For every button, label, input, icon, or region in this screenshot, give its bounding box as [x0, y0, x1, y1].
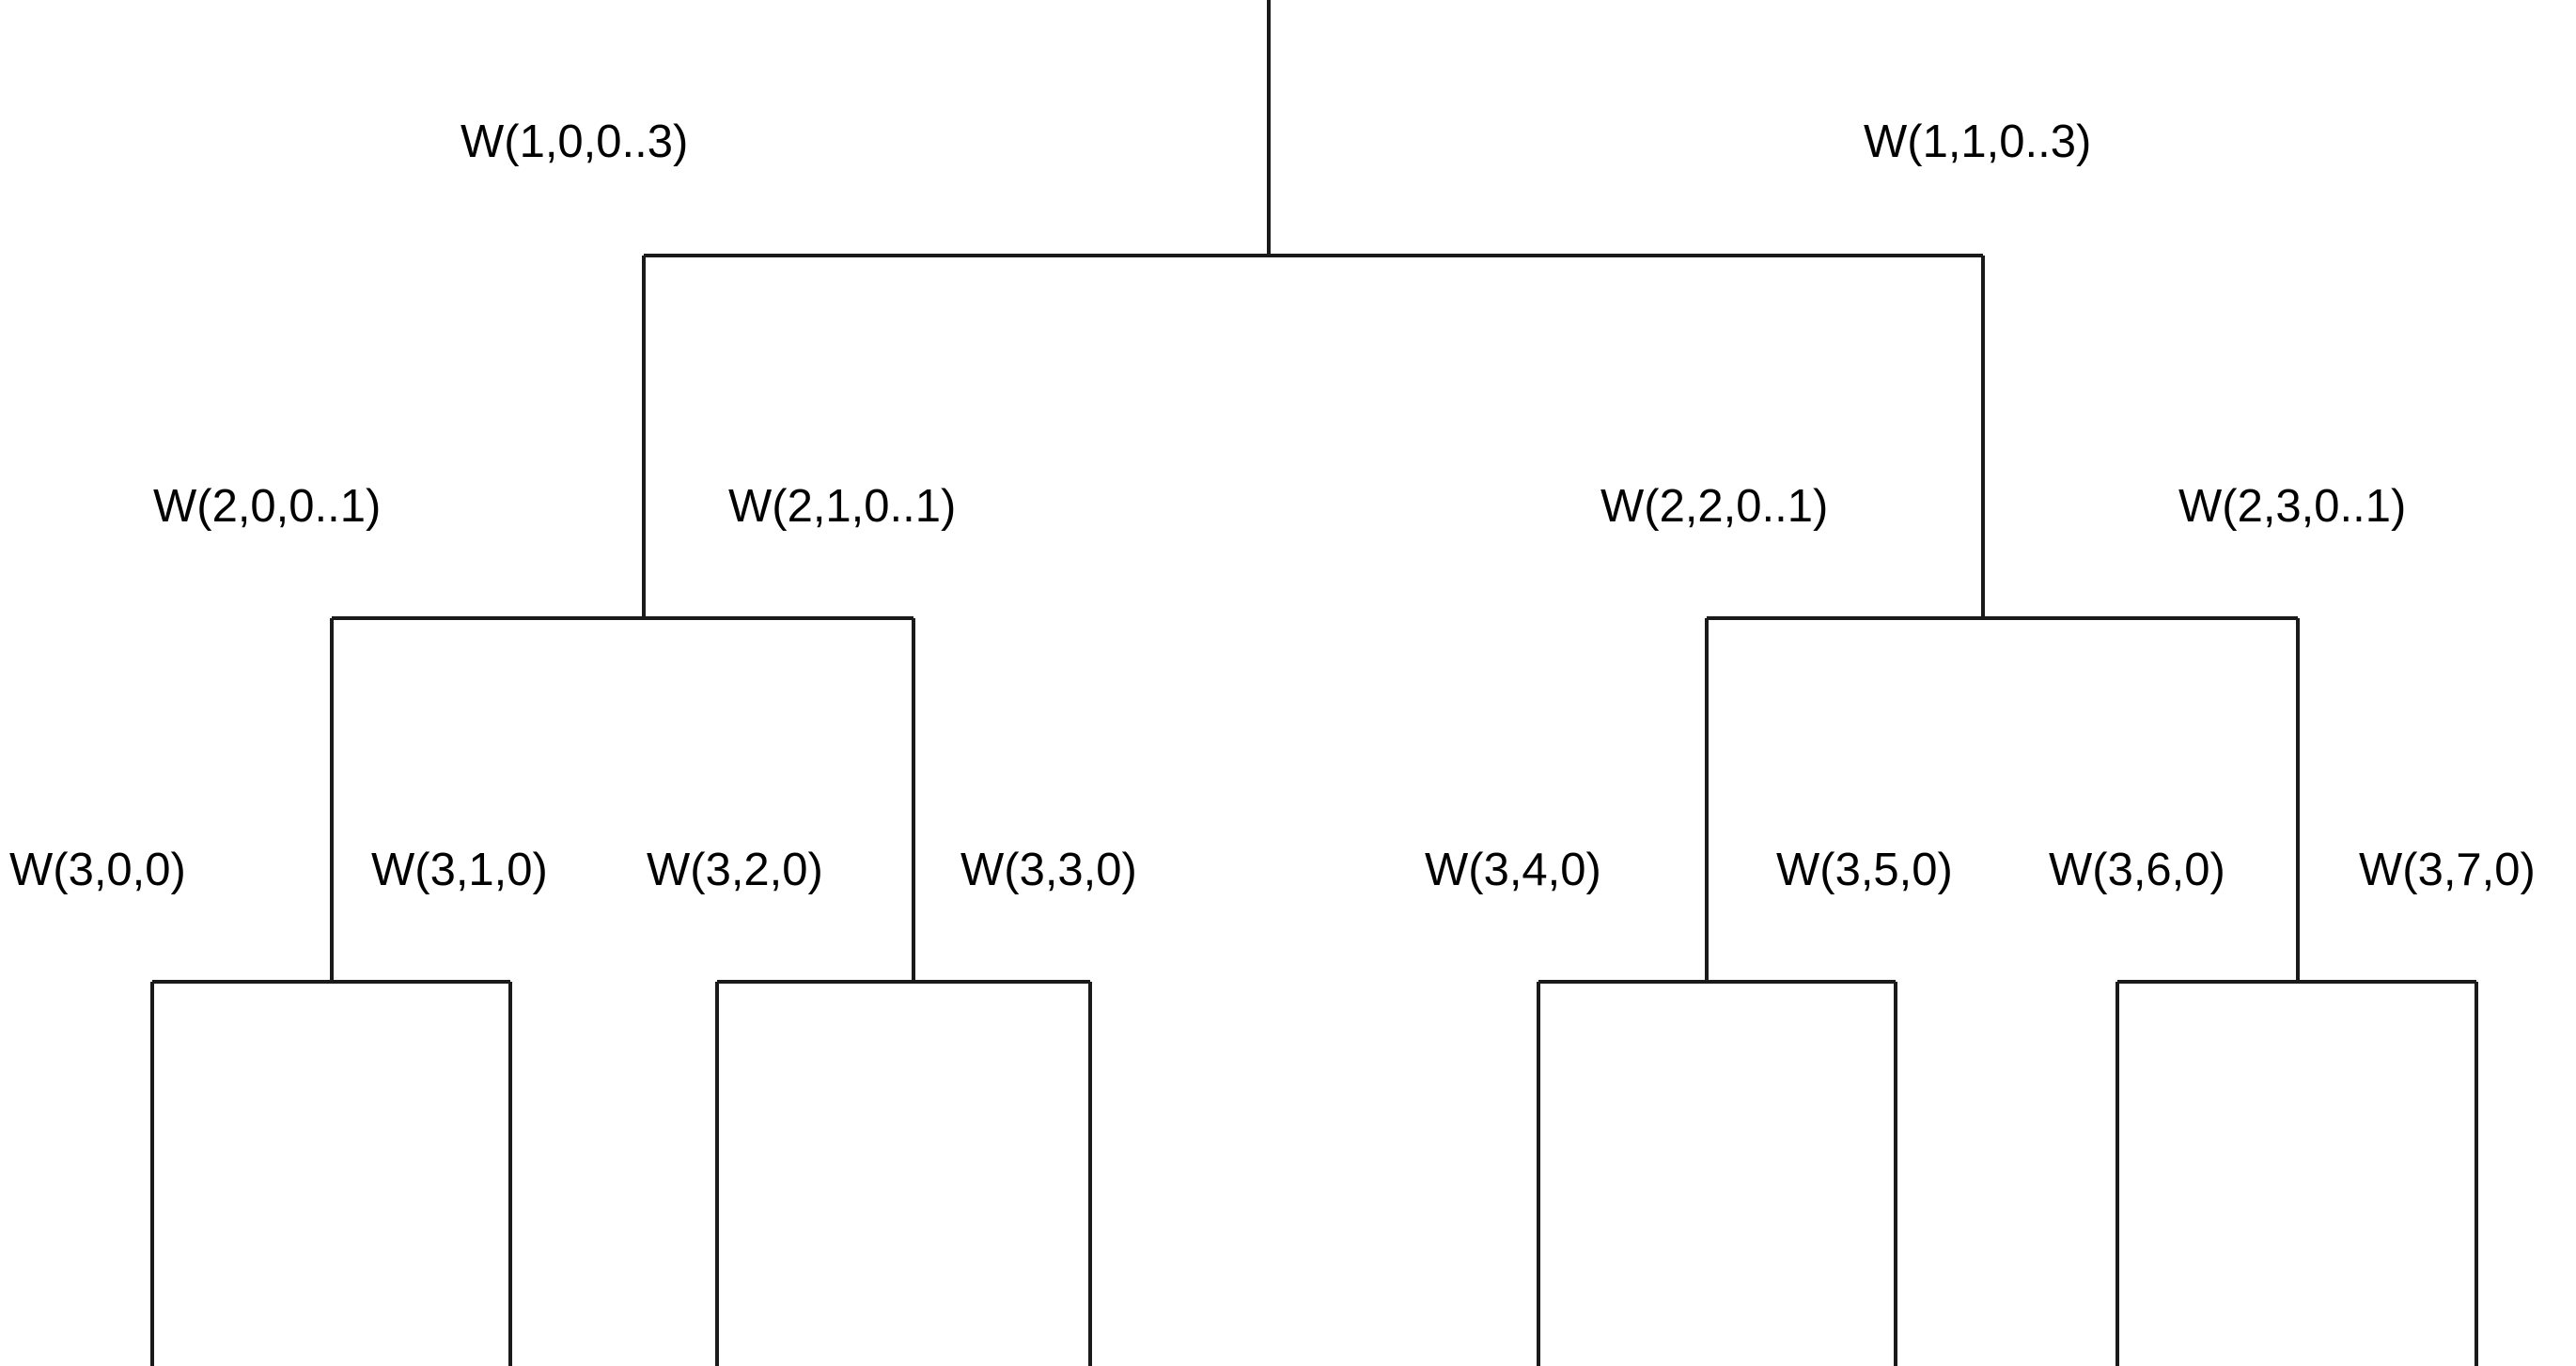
- node-label-w-3-0: W(3,0,0): [9, 845, 186, 895]
- node-label-w-3-2: W(3,2,0): [647, 845, 823, 895]
- node-label-w-2-1: W(2,1,0..1): [728, 481, 957, 532]
- node-label-w-2-2: W(2,2,0..1): [1600, 481, 1829, 532]
- node-label-w-3-1: W(3,1,0): [371, 845, 548, 895]
- node-label-w-1-1: W(1,1,0..3): [1864, 116, 2092, 167]
- node-label-w-3-7: W(3,7,0): [2359, 845, 2536, 895]
- node-label-w-2-0: W(2,0,0..1): [153, 481, 382, 532]
- node-label-w-2-3: W(2,3,0..1): [2178, 481, 2407, 532]
- node-label-w-1-0: W(1,0,0..3): [461, 116, 689, 167]
- node-label-w-3-4: W(3,4,0): [1425, 845, 1601, 895]
- node-label-w-3-3: W(3,3,0): [960, 845, 1137, 895]
- node-label-w-3-6: W(3,6,0): [2049, 845, 2225, 895]
- node-label-w-3-5: W(3,5,0): [1776, 845, 1953, 895]
